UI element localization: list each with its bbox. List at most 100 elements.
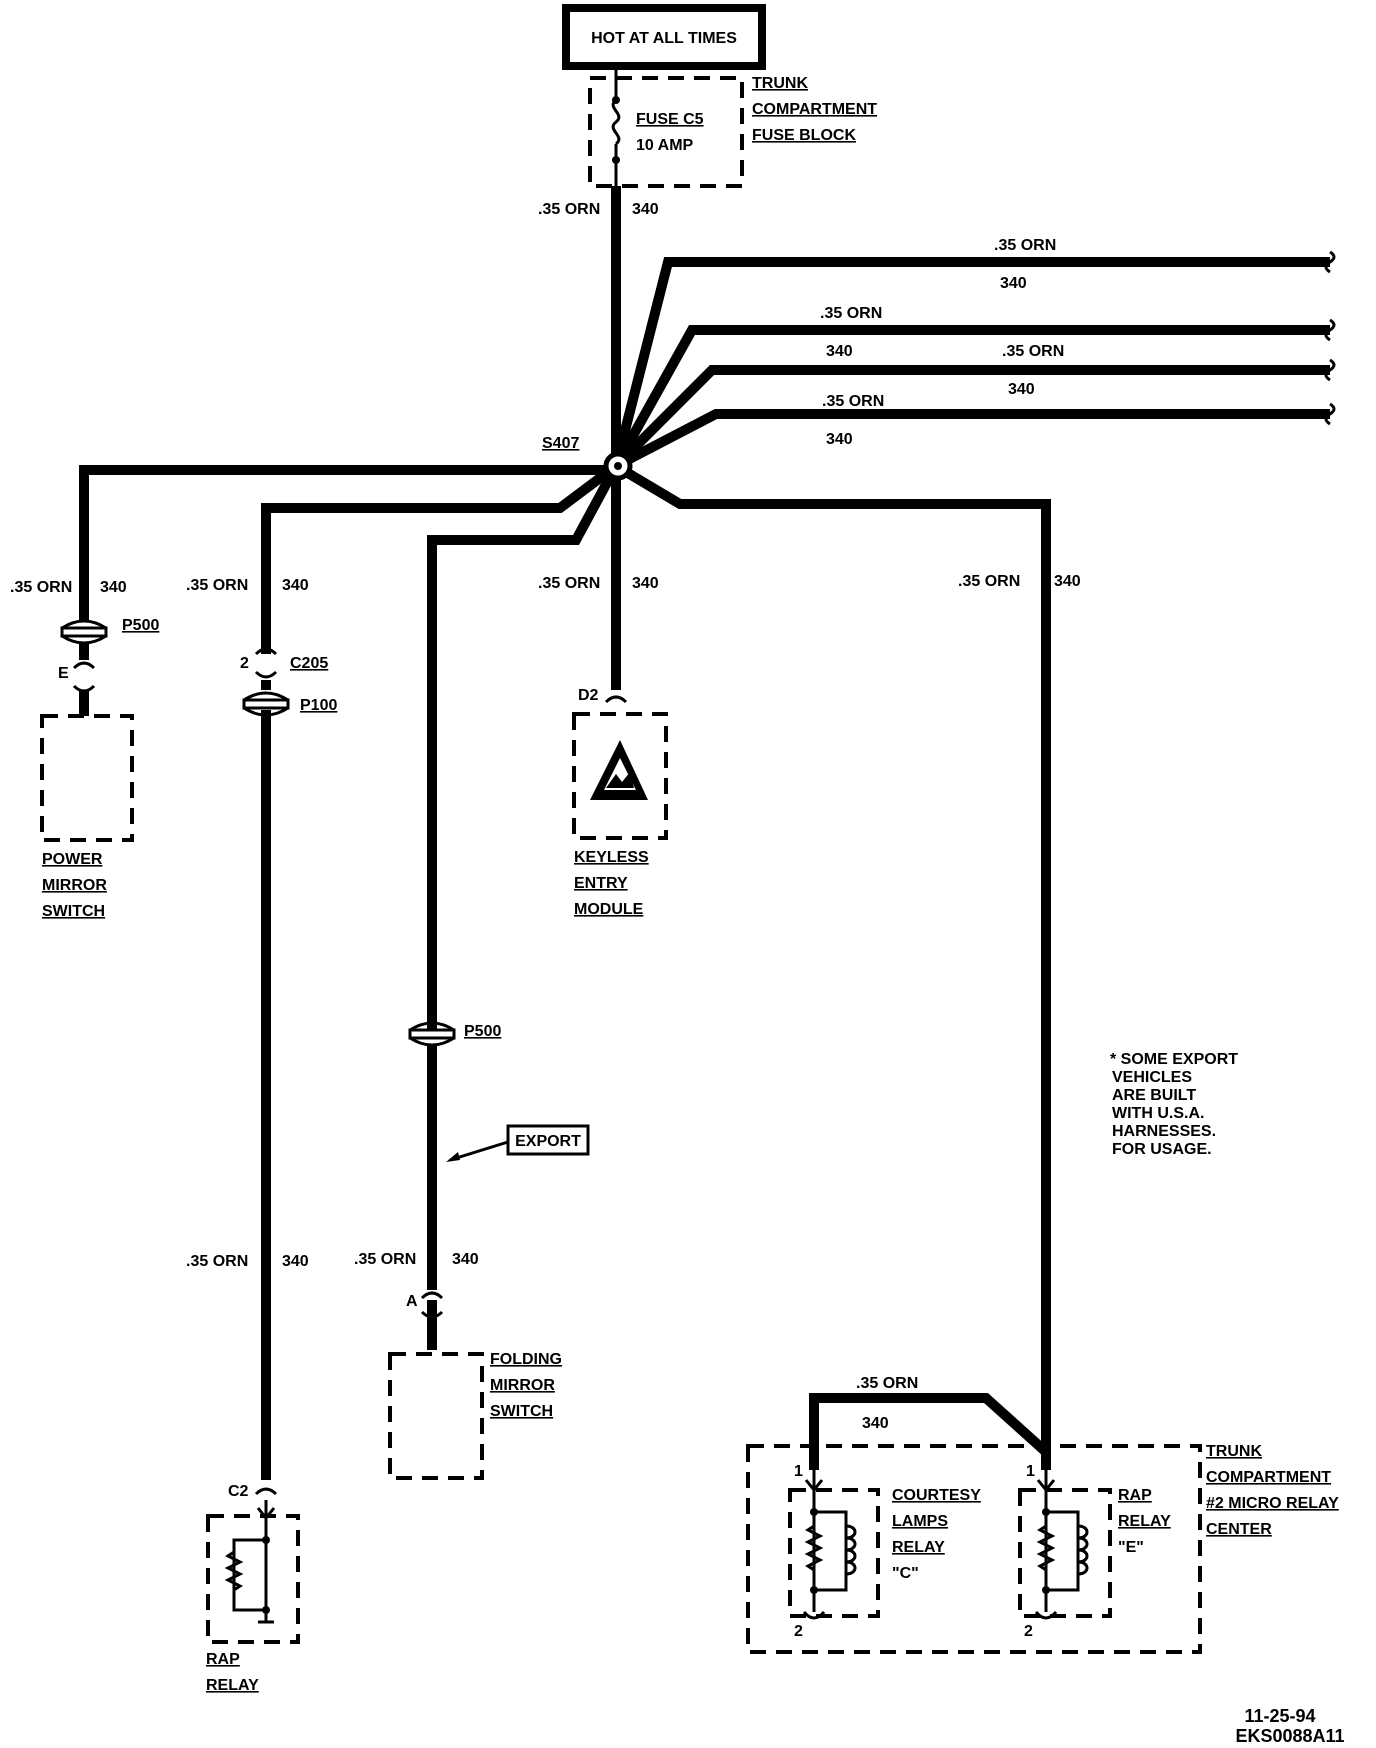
wire-circuit-label: 340 (1000, 275, 1027, 292)
wire-gauge-label: .35 ORN (958, 573, 1020, 590)
coil-icon (224, 1550, 244, 1592)
component-label: TRUNK (1206, 1443, 1262, 1460)
component-label: #2 MICRO RELAY (1206, 1495, 1339, 1512)
component-label: RAP (206, 1651, 240, 1668)
export-callout: EXPORT (446, 1124, 590, 1162)
wire-gauge-label: .35 ORN (538, 201, 600, 218)
wire-circuit-label: 340 (452, 1251, 479, 1268)
component-label: COURTESY (892, 1487, 981, 1504)
note-line: VEHICLES (1112, 1069, 1192, 1086)
power-source-label: HOT AT ALL TIMES (591, 30, 737, 47)
pin-label: C2 (228, 1483, 249, 1500)
note-line: WITH U.S.A. (1112, 1105, 1204, 1122)
wire-circuit-label: 340 (826, 431, 853, 448)
connector-c205: 2 C205 (240, 640, 328, 690)
footer-code: EKS0088A11 (1235, 1726, 1344, 1746)
note-line: HARNESSES. (1112, 1123, 1216, 1140)
component-label: ENTRY (574, 875, 628, 892)
resistor-icon (804, 1524, 824, 1572)
note-line: FOR USAGE. (1112, 1141, 1212, 1158)
wire-gauge-label: .35 ORN (10, 579, 72, 596)
component-label: FOLDING (490, 1351, 562, 1368)
folding-mirror-switch: FOLDING MIRROR SWITCH (388, 1351, 562, 1480)
export-label: EXPORT (515, 1133, 581, 1150)
footer-date: 11-25-94 (1244, 1706, 1315, 1726)
pin-label: E (58, 665, 69, 682)
connector-label: P500 (122, 617, 159, 634)
break-icon (1324, 318, 1336, 342)
connector-p100: P100 (242, 691, 337, 717)
break-icon (1324, 402, 1336, 426)
power-mirror-switch: POWER MIRROR SWITCH (40, 714, 134, 920)
fuse-name: FUSE C5 (636, 111, 704, 128)
component-label: SWITCH (490, 1403, 553, 1420)
wire-gauge-label: .35 ORN (822, 393, 884, 410)
micro-relay-center: TRUNK COMPARTMENT #2 MICRO RELAY CENTER … (746, 1443, 1339, 1654)
wire-circuit-label: 340 (862, 1415, 889, 1432)
fuse-block-label-2: COMPARTMENT (752, 101, 877, 118)
pin-label: A (406, 1293, 418, 1310)
wire-circuit-label: 340 (100, 579, 127, 596)
wire-circuit-label: 340 (282, 1253, 309, 1270)
rap-relay: RAP RELAY (206, 1500, 300, 1694)
pin-e-connector: E (58, 661, 96, 693)
wire-circuit-label: 340 (1008, 381, 1035, 398)
break-icon (1324, 358, 1336, 382)
wire-gauge-label: .35 ORN (538, 575, 600, 592)
connectors: P500 E 2 C205 P100 P500 (58, 598, 628, 1500)
export-note: * SOME EXPORT VEHICLES ARE BUILT WITH U.… (1110, 1051, 1238, 1158)
wire-gauge-label: .35 ORN (1002, 343, 1064, 360)
power-source: HOT AT ALL TIMES (562, 4, 766, 70)
wire-gauge-label: .35 ORN (856, 1375, 918, 1392)
fuse-rating: 10 AMP (636, 137, 694, 154)
note-line: * SOME EXPORT (1110, 1051, 1238, 1068)
keyless-entry-module: KEYLESS ENTRY MODULE (572, 712, 668, 918)
wire-circuit-label: 340 (826, 343, 853, 360)
connector-label: P500 (464, 1023, 501, 1040)
coil-icon (845, 1524, 857, 1576)
pin-label: 2 (1024, 1623, 1033, 1640)
component-label: "C" (892, 1565, 919, 1582)
off-page-markers (1324, 250, 1336, 426)
component-label: "E" (1118, 1539, 1144, 1556)
wire-circuit-label: 340 (1054, 573, 1081, 590)
coil-icon (1077, 1524, 1089, 1576)
wires (79, 186, 1330, 1480)
fuse-block-label-3: FUSE BLOCK (752, 127, 856, 144)
component-label: MODULE (574, 901, 644, 918)
pin-label: 2 (794, 1623, 803, 1640)
resistor-icon (1036, 1524, 1056, 1572)
rap-relay-e: 1 2 RAP RELAY "E" (1018, 1463, 1171, 1640)
component-label: RELAY (206, 1677, 259, 1694)
wire-gauge-label: .35 ORN (994, 237, 1056, 254)
pin-label: D2 (578, 687, 599, 704)
break-icon (1324, 250, 1336, 274)
splice-label: S407 (542, 435, 579, 452)
wire-gauge-label: .35 ORN (354, 1251, 416, 1268)
pin-d2-connector: D2 (578, 687, 628, 704)
fuse-block-label-1: TRUNK (752, 75, 808, 92)
splice-s407: S407 (542, 435, 633, 481)
courtesy-lamps-relay: 1 2 COURTESY LAMPS RELAY "C" (788, 1463, 981, 1640)
pin-label: 1 (794, 1463, 803, 1480)
wire-circuit-label: 340 (632, 575, 659, 592)
wire-circuit-label: 340 (632, 201, 659, 218)
note-line: ARE BUILT (1112, 1087, 1196, 1104)
esd-warning-icon (590, 740, 648, 800)
connector-label: P100 (300, 697, 337, 714)
wire-gauge-label: .35 ORN (186, 577, 248, 594)
pin-a-connector: A (406, 1291, 444, 1319)
fuse-block: FUSE C5 10 AMP TRUNK COMPARTMENT FUSE BL… (588, 68, 877, 188)
wire-labels: .35 ORN 340 .35 ORN 340 .35 ORN 340 .35 … (10, 201, 1081, 1432)
component-label: LAMPS (892, 1513, 948, 1530)
wire-circuit-label: 340 (282, 577, 309, 594)
component-label: RELAY (892, 1539, 945, 1556)
arrow-icon (446, 1152, 460, 1162)
connector-p500-export: P500 (408, 1021, 501, 1047)
component-label: RAP (1118, 1487, 1152, 1504)
connector-label: C205 (290, 655, 328, 672)
wire-gauge-label: .35 ORN (186, 1253, 248, 1270)
pin-c2-connector: C2 (228, 1483, 278, 1500)
connector-p500: P500 (60, 598, 159, 660)
